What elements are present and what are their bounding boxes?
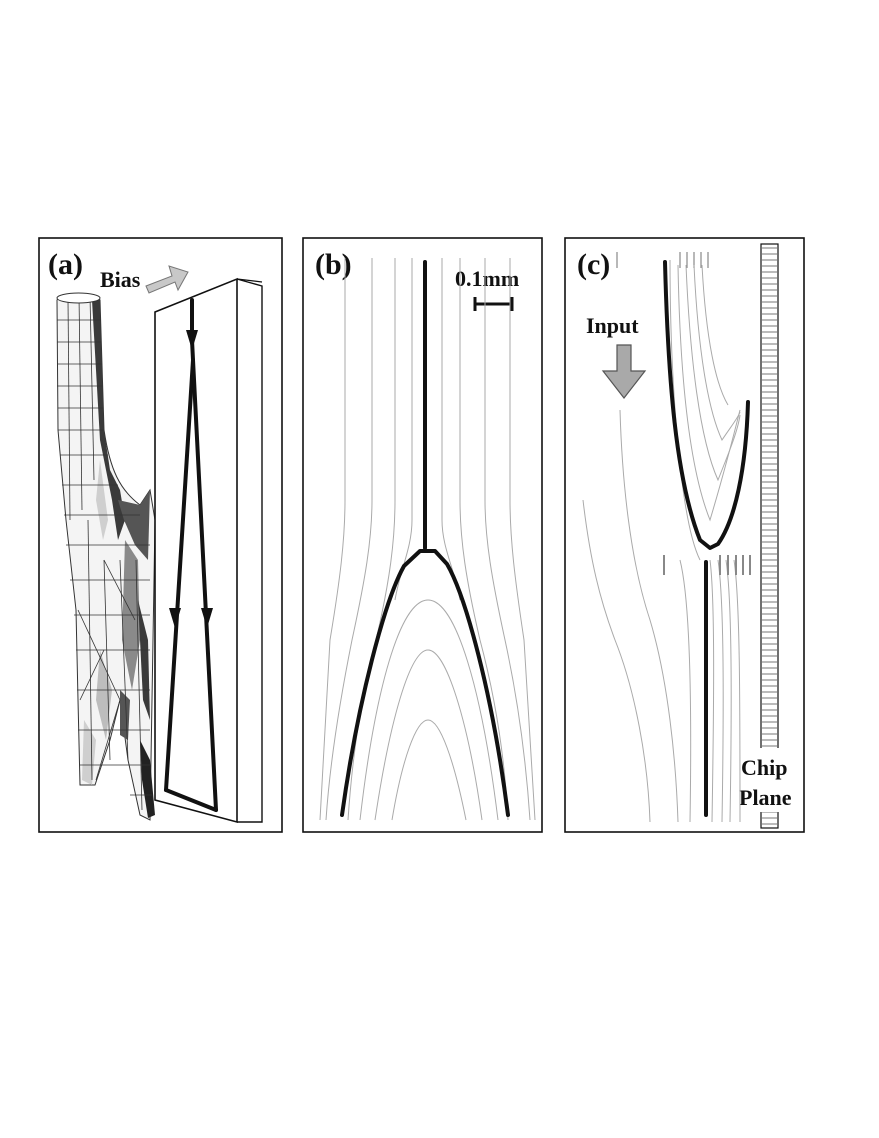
trajectory-u-curve [663,260,750,550]
trajectory-arrowhead-icon [201,608,213,628]
panel-b-label: (b) [315,248,352,281]
flow-lines [319,258,536,821]
panel-c-frame [564,237,805,833]
bias-arrow-icon [145,265,189,294]
panel-c-label: (c) [577,248,610,281]
trajectory-fork [340,549,510,817]
panel-b: (b) 0.1mm [302,237,543,833]
projection-plane [154,277,263,824]
bias-label: Bias [100,267,141,292]
scale-bar-icon [473,297,514,311]
plane-label: Plane [739,785,792,810]
mid-ticks [663,555,751,575]
panel-a-frame [38,237,283,833]
input-label: Input [586,313,639,338]
input-ticks [616,252,709,268]
scale-bar-label: 0.1mm [455,266,519,291]
vessel-mesh [56,292,156,821]
trajectory-arrowhead-icon [169,608,181,628]
chip-plane-strip [738,243,800,829]
flow-lines-c [582,259,741,823]
panel-a: (a) Bias [38,237,283,833]
panel-a-label: (a) [48,248,83,281]
panel-c: (c) Input Chip Plane [564,237,805,833]
chip-label: Chip [741,755,787,780]
trajectory-arrowhead-icon [186,330,198,350]
input-arrow-icon [601,344,647,399]
panel-b-frame [302,237,543,833]
